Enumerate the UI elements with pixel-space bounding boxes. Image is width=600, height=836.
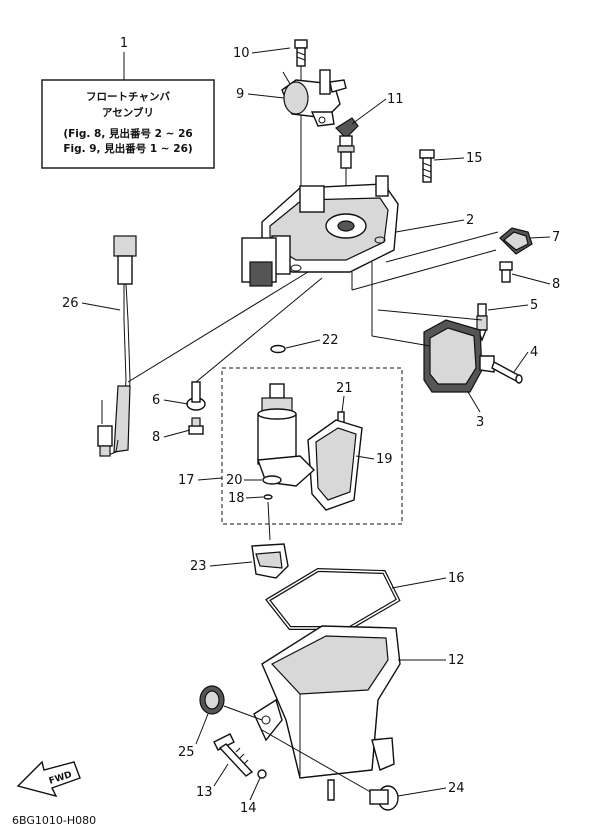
screw-part-8-lower [188, 417, 204, 435]
callout-2: 2 [466, 213, 474, 228]
float-chamber-bowl-part-12 [253, 625, 401, 801]
callout-14: 14 [240, 801, 257, 816]
callout-13: 13 [196, 785, 213, 800]
callout-labels: 10 9 11 15 2 7 8 5 4 3 26 22 21 6 8 19 1 [62, 46, 560, 816]
seal-part-20 [262, 475, 282, 485]
callout-23: 23 [190, 559, 207, 574]
callout-10: 10 [233, 46, 250, 61]
callout-22: 22 [322, 333, 339, 348]
assembly-guide-lines [127, 231, 499, 541]
note-line-2: アセンブリ [102, 106, 154, 119]
callout-12: 12 [448, 653, 465, 668]
drain-screw-part-24 [261, 729, 399, 811]
callout-24: 24 [448, 781, 465, 796]
note-line-1: フロートチャンバ [86, 91, 170, 103]
float-chamber-body-part-2 [241, 175, 399, 290]
callout-16: 16 [448, 571, 465, 586]
callout-19: 19 [376, 452, 393, 467]
filter-part-19 [307, 411, 363, 511]
callout-1: 1 [120, 36, 128, 51]
bracket-part-6 [186, 381, 206, 411]
note-frame [41, 79, 215, 169]
fuel-pump [257, 383, 316, 500]
o-ring-part-14 [257, 769, 267, 779]
drain-plug-part-25 [199, 685, 263, 721]
clip-part-7 [499, 227, 533, 255]
fitting-part-11 [335, 117, 359, 200]
callout-3: 3 [476, 415, 484, 430]
callout-18: 18 [228, 491, 245, 506]
callout-25: 25 [178, 745, 195, 760]
callout-6: 6 [152, 393, 160, 408]
pressure-regulator-part-9 [281, 69, 347, 127]
fwd-arrow-icon: FWD [16, 760, 81, 798]
gasket-part-16 [265, 567, 401, 630]
drawing-code: 6BG1010-H080 [12, 814, 96, 827]
float-part-3 [423, 319, 495, 393]
callout-11: 11 [387, 92, 404, 107]
callout-7: 7 [552, 230, 560, 245]
callout-5: 5 [530, 298, 538, 313]
callout-26: 26 [62, 296, 79, 311]
callout-4: 4 [530, 345, 538, 360]
pin-part-4 [491, 360, 523, 384]
washer-part-18 [263, 494, 273, 500]
o-ring-part-22 [270, 344, 286, 354]
callout-21: 21 [336, 381, 353, 396]
callout-8-upper: 8 [552, 277, 560, 292]
callout-15: 15 [466, 151, 483, 166]
callout-20: 20 [226, 473, 243, 488]
screw-part-8-upper [499, 261, 513, 283]
assembly-note: 1 フロートチャンバ アセンブリ (Fig. 8, 見出番号 2 ~ 26 Fi… [41, 36, 215, 169]
callout-9: 9 [236, 87, 244, 102]
wire-harness-part-26 [97, 235, 137, 457]
bracket-part-23 [251, 543, 289, 579]
callout-8-lower: 8 [152, 430, 160, 445]
callout-17: 17 [178, 473, 195, 488]
adjust-screw-part-13 [213, 733, 254, 777]
screw-part-15 [419, 149, 435, 183]
note-line-3: (Fig. 8, 見出番号 2 ~ 26 [63, 127, 192, 140]
note-line-4: Fig. 9, 見出番号 1 ~ 26) [63, 142, 192, 155]
